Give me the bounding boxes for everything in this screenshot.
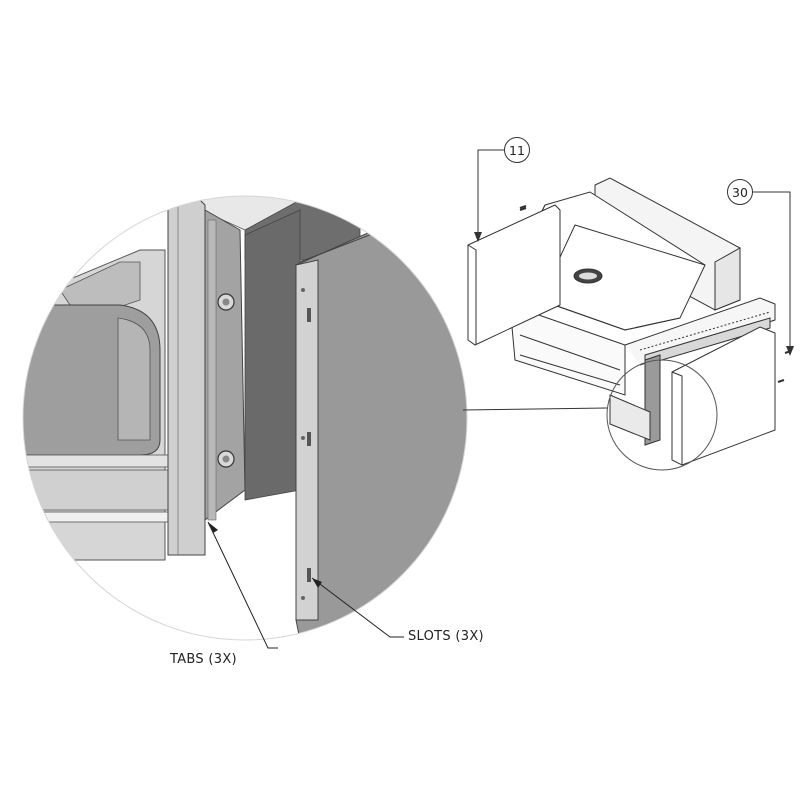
balloon-30-leader [753, 191, 794, 356]
balloon-11-leader [474, 149, 504, 242]
part-balloon-11: 11 [504, 137, 530, 163]
tabs-leader [207, 521, 278, 649]
slots-leader [311, 577, 404, 638]
part-balloon-30: 30 [727, 179, 753, 205]
overview-assembly [462, 177, 792, 471]
detail-view [23, 196, 467, 640]
slots-callout-label: SLOTS (3X) [408, 629, 484, 644]
tabs-callout-label: TABS (3X) [170, 652, 237, 667]
